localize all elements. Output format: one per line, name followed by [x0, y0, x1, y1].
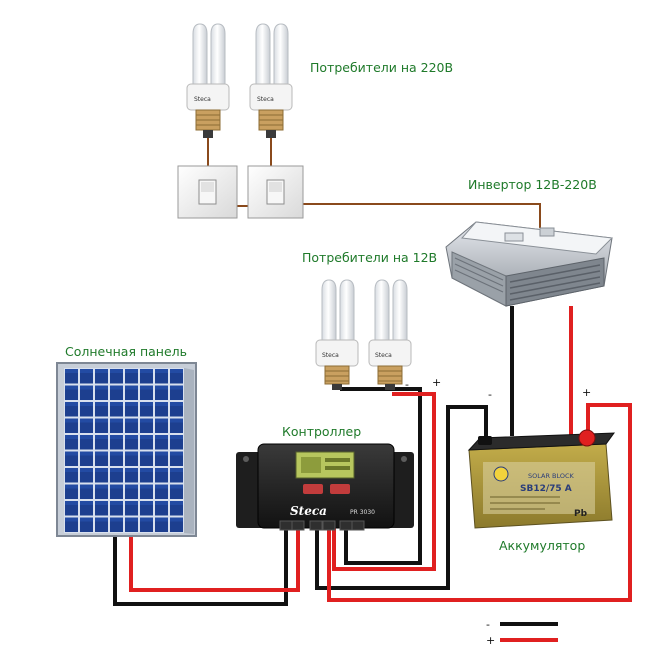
battery-sun-icon: [493, 466, 509, 482]
battery-terminal-negative: [478, 436, 492, 445]
consumers-220-label: Потребители на 220В: [310, 60, 453, 75]
wire-panel-positive: [129, 528, 300, 592]
lamps-plus-sign: +: [432, 376, 441, 389]
ac-wire-inverter: [303, 203, 541, 228]
bulb-12-1: Steca: [315, 279, 359, 390]
bulb-brand-text: Steca: [194, 96, 211, 103]
solar-panel: [56, 362, 197, 537]
controller-button-right: [330, 484, 350, 494]
battery-pb: Pb: [574, 509, 588, 519]
legend-minus-sign: -: [486, 618, 490, 631]
battery-line1: SOLAR BLOCK: [528, 472, 575, 480]
controller-button-left: [303, 484, 323, 494]
controller-model: PR 3030: [350, 509, 375, 516]
lamps-minus-sign: -: [405, 378, 409, 391]
consumers-12-label: Потребители на 12В: [302, 250, 437, 265]
wire-lamps-positive: [332, 392, 436, 571]
bulb-brand-text: Steca: [322, 352, 339, 359]
battery: SOLAR BLOCK SB12/75 A Pb: [467, 429, 616, 529]
bulb-brand-text: Steca: [375, 352, 392, 359]
battery-terminal-positive: [578, 429, 596, 447]
bulb-220-1: Steca: [186, 23, 230, 138]
legend-plus-sign: +: [486, 634, 495, 647]
charge-controller: Steca PR 3030: [236, 443, 414, 531]
battery-label: Аккумулятор: [499, 538, 585, 553]
ac-wires: [207, 138, 541, 228]
bulb-12-2: Steca: [368, 279, 412, 390]
battery-line2: SB12/75 A: [520, 484, 572, 494]
bulb-brand-text: Steca: [257, 96, 274, 103]
wall-switch-2: [247, 165, 304, 219]
inverter: [445, 221, 614, 307]
wire-battery-positive: [327, 403, 632, 602]
solar-panel-label: Солнечная панель: [65, 344, 187, 359]
legend: - +: [486, 618, 558, 647]
controller-brand: Steca: [290, 504, 327, 518]
battery-minus-sign: -: [488, 388, 492, 401]
bulb-220-2: Steca: [249, 23, 293, 138]
battery-plus-sign: +: [582, 386, 591, 399]
controller-label: Контроллер: [282, 424, 361, 439]
wall-switch-1: [177, 165, 238, 219]
wire-battery-negative: [315, 405, 488, 590]
inverter-label: Инвертор 12В-220В: [468, 177, 597, 192]
wire-panel-negative: [113, 528, 288, 606]
